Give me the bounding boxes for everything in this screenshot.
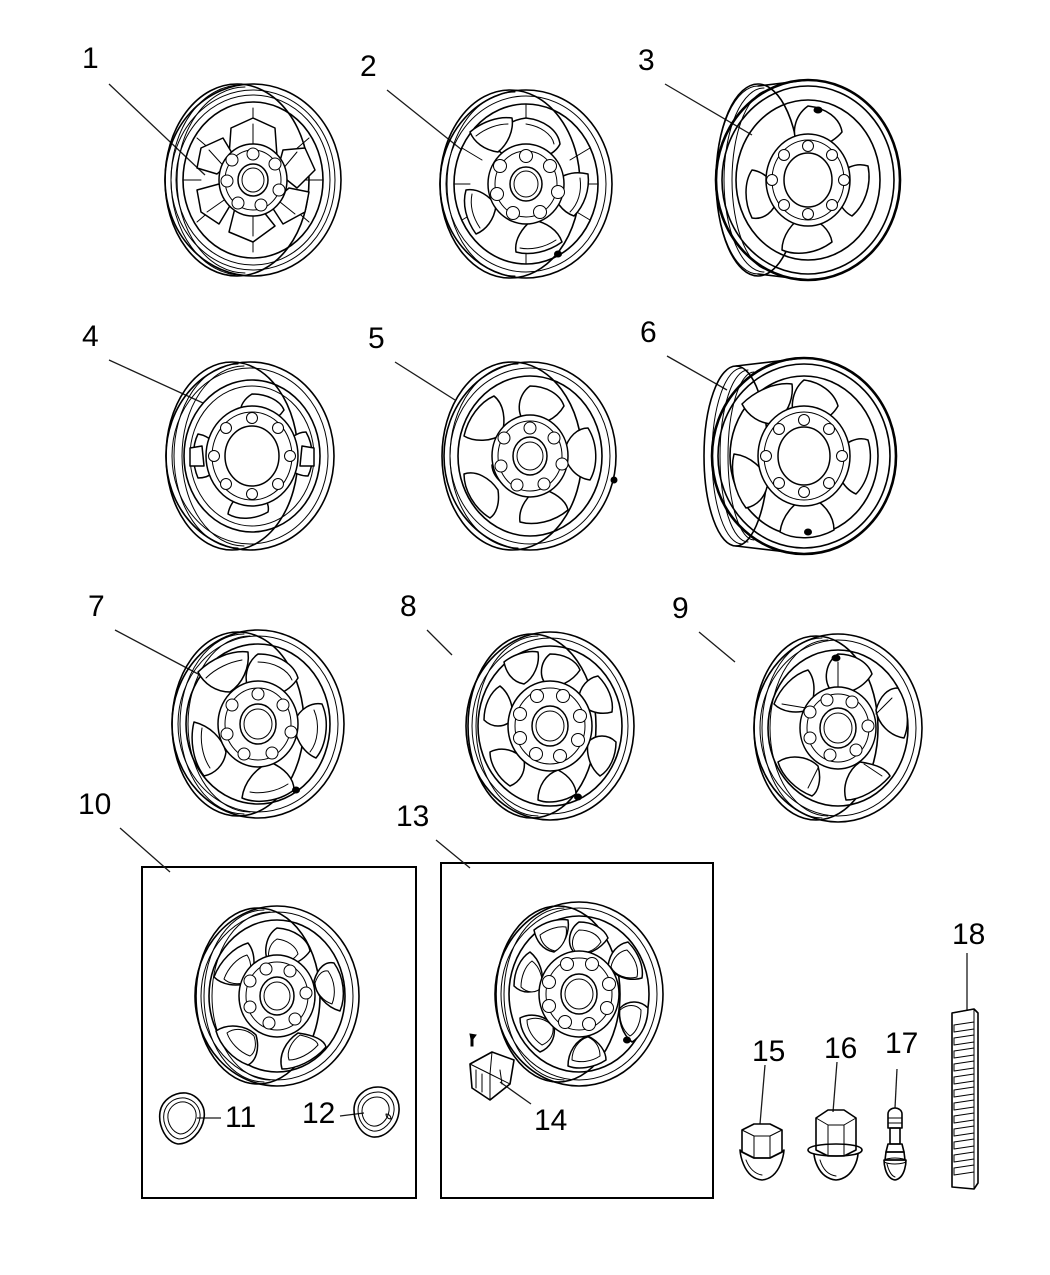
- callout-number-5: 5: [368, 322, 385, 355]
- part-wheel-4: [165, 361, 335, 551]
- group-box-wheel-kit-left: [141, 866, 417, 1199]
- part-wheel-13: [494, 901, 664, 1087]
- callout-number-17: 17: [885, 1027, 919, 1060]
- part-wheel-2: [439, 89, 613, 279]
- part-wheel-10: [194, 905, 360, 1087]
- part-center-cap-insert-12: [353, 1086, 400, 1138]
- callout-number-8: 8: [400, 590, 417, 623]
- callout-number-1: 1: [82, 42, 99, 75]
- callout-number-3: 3: [638, 44, 655, 77]
- part-wheel-6: [703, 356, 898, 556]
- part-lug-nut-16: [807, 1109, 863, 1181]
- group-box-wheel-kit-right: [440, 862, 714, 1199]
- part-wheel-7: [171, 629, 345, 819]
- callout-number-16: 16: [824, 1032, 858, 1065]
- part-lug-nut-15: [739, 1123, 785, 1181]
- part-wheel-9: [753, 633, 923, 823]
- callout-number-13: 13: [396, 800, 430, 833]
- callout-number-4: 4: [82, 320, 99, 353]
- part-wheel-5: [441, 361, 618, 551]
- part-wheel-1: [164, 83, 342, 277]
- callout-number-9: 9: [672, 592, 689, 625]
- part-clip-marker-14: [469, 1033, 477, 1047]
- callout-number-7: 7: [88, 590, 105, 623]
- callout-number-14: 14: [534, 1104, 568, 1137]
- callout-number-18: 18: [952, 918, 986, 951]
- callout-number-6: 6: [640, 316, 657, 349]
- part-wheel-3: [714, 78, 902, 282]
- callout-number-15: 15: [752, 1035, 786, 1068]
- part-wheel-8: [465, 631, 635, 821]
- part-valve-stem-17: [883, 1107, 907, 1181]
- callout-number-11: 11: [225, 1101, 257, 1134]
- callout-number-10: 10: [78, 788, 112, 821]
- callout-number-12: 12: [302, 1097, 336, 1130]
- part-balance-weight-strip-18: [951, 1008, 979, 1190]
- part-wheel-trim-clip-14: [469, 1051, 515, 1101]
- part-center-cap-insert-11: [158, 1092, 206, 1145]
- callout-number-2: 2: [360, 50, 377, 83]
